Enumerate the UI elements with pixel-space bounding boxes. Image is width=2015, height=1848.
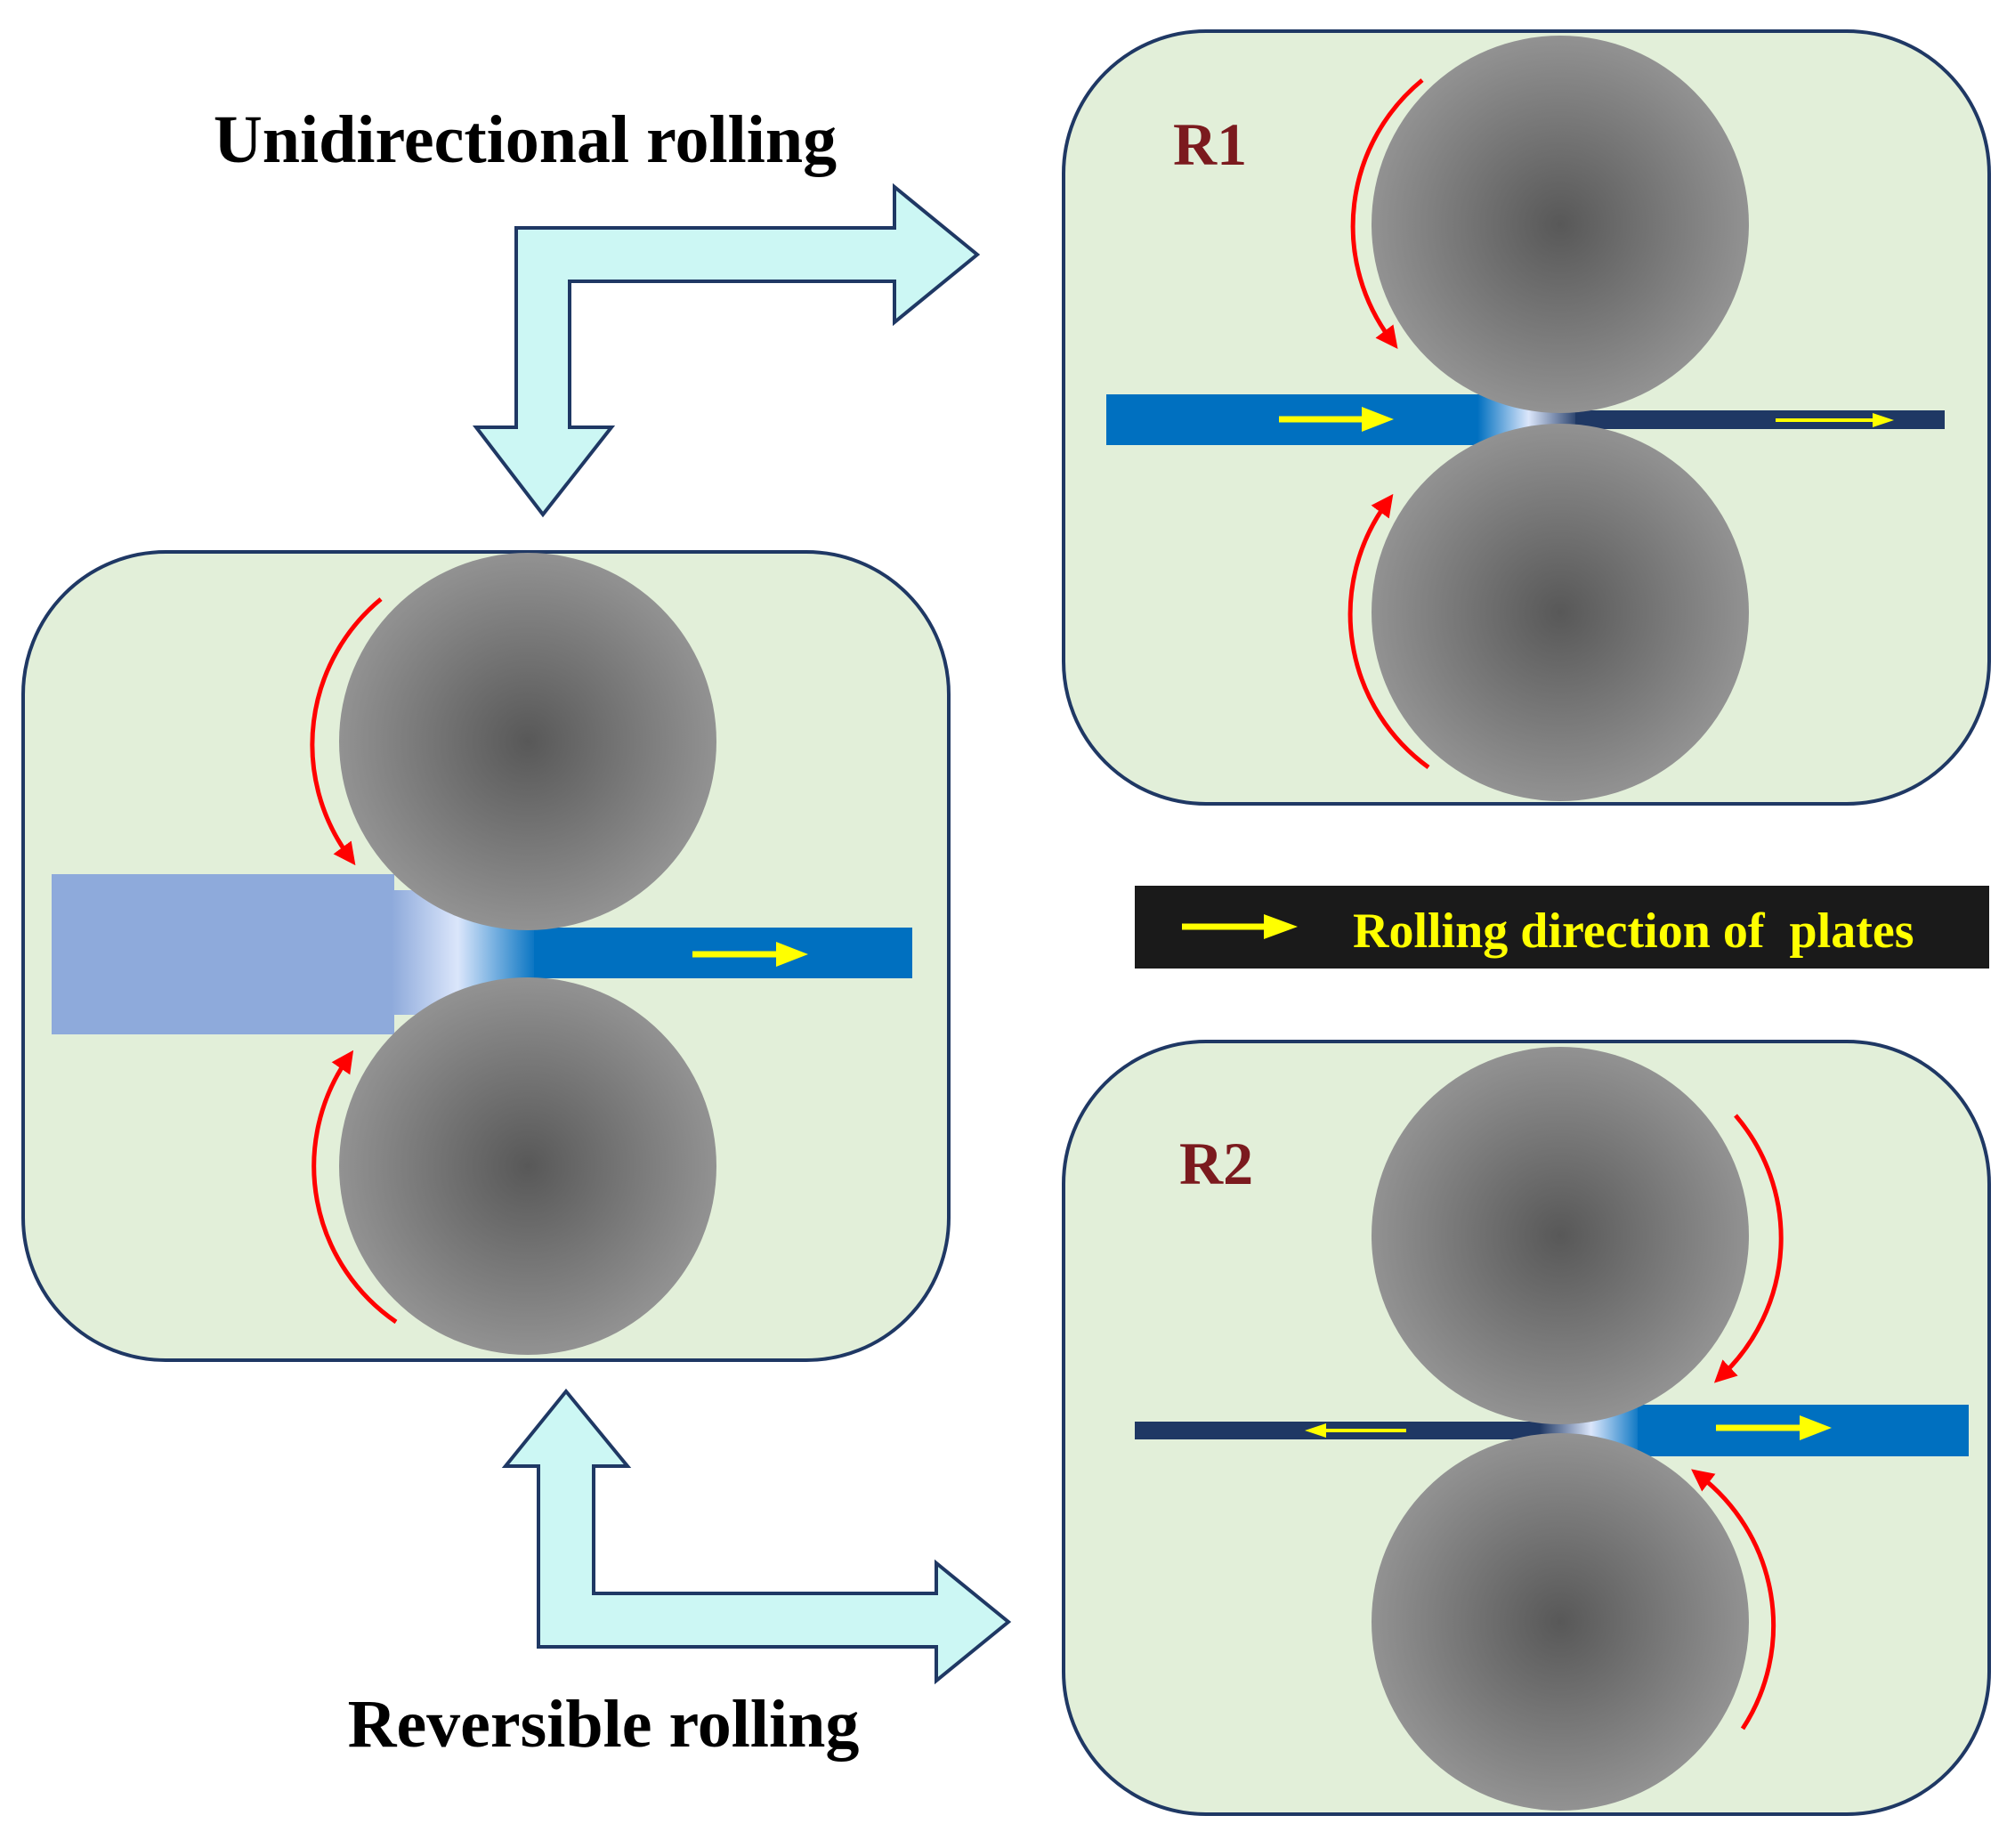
bottom-roller — [339, 977, 716, 1355]
r2-top-roller-rotation-arrow — [1713, 1114, 1784, 1383]
legend-text: Rolling direction of plates — [1353, 904, 1914, 959]
reversible-flow-arrow — [501, 1388, 1012, 1685]
initial-rolling-panel — [21, 550, 951, 1362]
r1-label: R1 — [1173, 110, 1247, 178]
r1-panel: R1 — [1062, 29, 1991, 806]
r2-label: R2 — [1179, 1130, 1253, 1197]
r2-bottom-roller-rotation-arrow — [1691, 1469, 1776, 1730]
top-roller — [339, 553, 716, 930]
bottom-roller-rotation-arrow — [312, 1050, 398, 1325]
thick-plate — [52, 874, 394, 1034]
legend: Rolling direction of plates — [1135, 886, 1989, 969]
legend-arrow — [1182, 914, 1298, 939]
r1-output-direction-arrow — [1776, 413, 1894, 427]
top-roller-rotation-arrow — [310, 597, 383, 866]
reversible-rolling-label: Reversible rolling — [348, 1687, 860, 1762]
r1-output-plate — [1575, 410, 1945, 429]
unidirectional-rolling-label: Unidirectional rolling — [214, 102, 837, 177]
r2-input-direction-arrow — [1716, 1415, 1832, 1440]
r2-top-roller — [1372, 1047, 1749, 1424]
r2-bottom-roller — [1372, 1433, 1749, 1811]
r2-output-direction-arrow — [1305, 1423, 1406, 1438]
r1-bottom-roller — [1372, 424, 1749, 801]
r1-bottom-roller-rotation-arrow — [1347, 493, 1430, 770]
r1-input-direction-arrow — [1279, 407, 1394, 432]
unidirectional-flow-arrow — [472, 182, 981, 518]
r1-top-roller — [1372, 36, 1749, 413]
r2-panel: R2 — [1062, 1040, 1991, 1816]
r1-top-roller-rotation-arrow — [1350, 78, 1424, 349]
plate-direction-arrow — [692, 942, 808, 967]
